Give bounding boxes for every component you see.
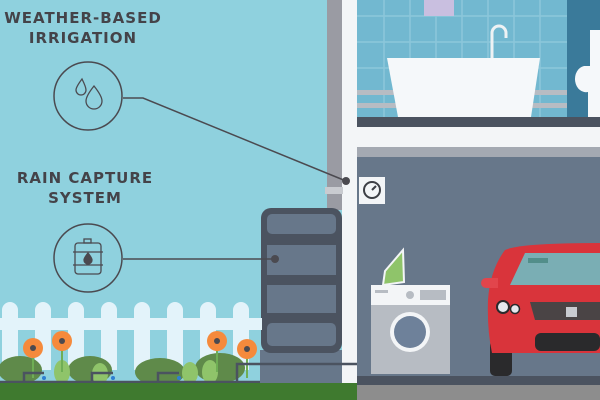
clothes-iron	[381, 247, 406, 287]
downspout	[325, 0, 343, 210]
car-mirror	[481, 278, 498, 288]
bathtub	[387, 58, 540, 117]
garage-floor	[357, 376, 600, 385]
grass	[0, 383, 357, 400]
water-drops-icon	[75, 77, 103, 110]
title-line: RAIN CAPTURE	[16, 169, 154, 187]
drip-irrigation-pipe	[0, 362, 357, 384]
title-line: SYSTEM	[48, 189, 122, 207]
bathroom-floor	[357, 117, 600, 127]
flower	[52, 331, 72, 372]
callout-dot	[342, 177, 350, 185]
faucet	[490, 24, 508, 58]
title-line: WEATHER-BASED	[4, 9, 162, 27]
title-line: IRRIGATION	[28, 29, 138, 47]
washing-machine	[371, 285, 450, 374]
red-car	[481, 243, 600, 376]
flower	[237, 339, 257, 378]
water-meter-gauge-icon	[359, 177, 385, 204]
weather-based-irrigation-title: WEATHER-BASED IRRIGATION	[4, 8, 162, 48]
toilet	[574, 30, 600, 117]
soap-dispenser	[424, 0, 454, 16]
bathroom	[357, 0, 600, 127]
rain-barrel	[260, 208, 342, 385]
rain-barrel-icon	[73, 238, 103, 275]
flower	[207, 331, 227, 372]
weather-based-irrigation-callout	[53, 61, 350, 185]
orange-flowers	[23, 331, 257, 378]
picket-fence	[0, 302, 262, 370]
callout-dot	[271, 255, 279, 263]
water-drips	[42, 376, 181, 380]
rain-capture-system-title: RAIN CAPTURE SYSTEM	[14, 168, 156, 208]
rain-capture-system-callout	[53, 223, 279, 293]
garden-bushes	[0, 353, 245, 386]
driveway-ground	[357, 385, 600, 400]
